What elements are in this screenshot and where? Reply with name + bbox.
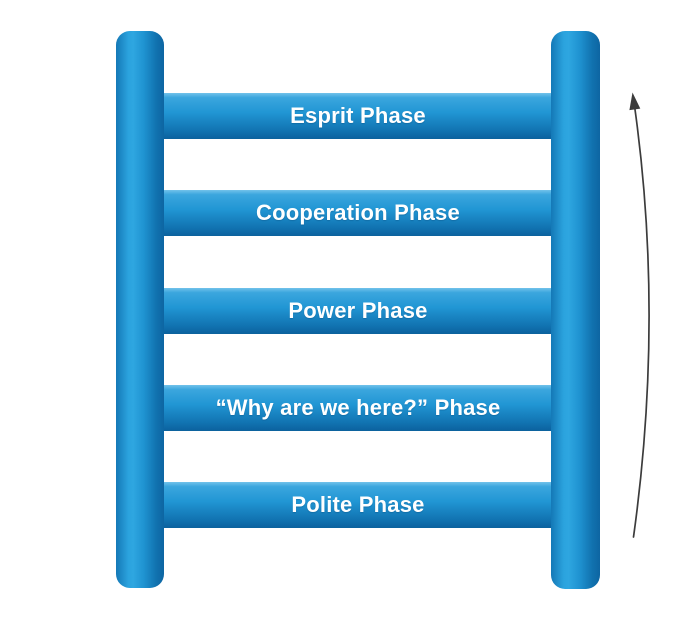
rung-why-are-we-here-phase: “Why are we here?” Phase <box>132 385 584 431</box>
rung-label: Power Phase <box>288 298 428 323</box>
rung-label: Polite Phase <box>291 492 425 517</box>
rung-label: Cooperation Phase <box>256 200 460 225</box>
rung-label: “Why are we here?” Phase <box>215 395 501 420</box>
rung-power-phase: Power Phase <box>132 288 584 334</box>
rung-label: Esprit Phase <box>290 103 426 128</box>
rung-polite-phase: Polite Phase <box>132 482 584 528</box>
ladder-left-rail <box>116 31 164 588</box>
ladder-right-rail <box>551 31 600 589</box>
rung-cooperation-phase: Cooperation Phase <box>132 190 584 236</box>
rung-esprit-phase: Esprit Phase <box>132 93 584 139</box>
